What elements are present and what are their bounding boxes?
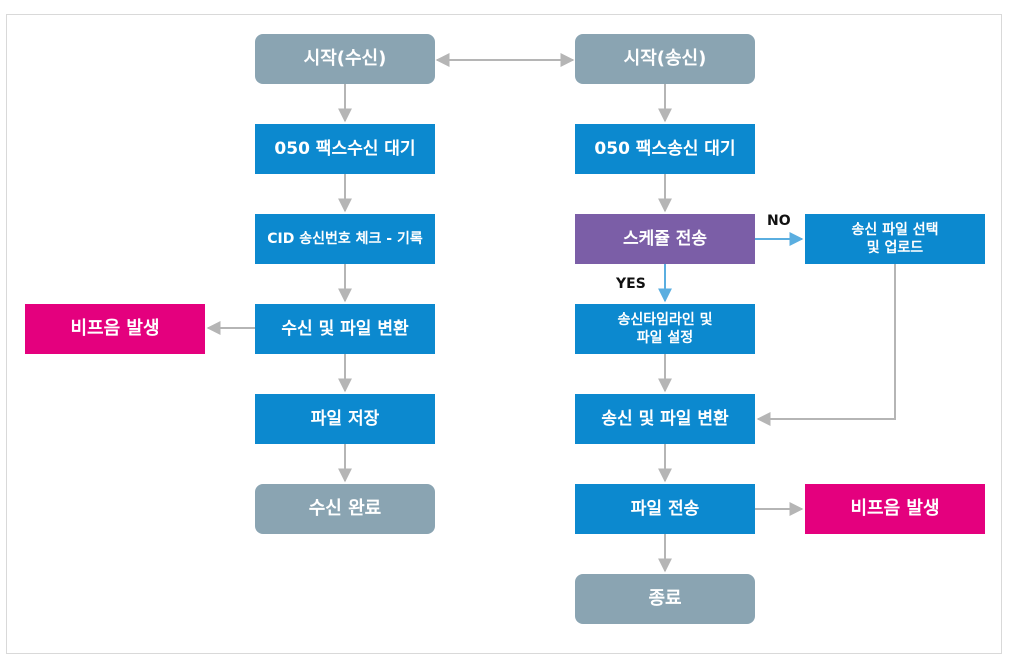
recv-done-node: 수신 완료 <box>255 484 435 534</box>
recv-cid-node: CID 송신번호 체크 - 기록 <box>255 214 435 264</box>
recv-save-node: 파일 저장 <box>255 394 435 444</box>
diagram-frame <box>6 14 1002 654</box>
recv-start-node: 시작(수신) <box>255 34 435 84</box>
send-timeline-node: 송신타임라인 및 파일 설정 <box>575 304 755 354</box>
send-start-node: 시작(송신) <box>575 34 755 84</box>
send-convert-node: 송신 및 파일 변환 <box>575 394 755 444</box>
branch-label-no: NO <box>767 213 791 229</box>
send-wait-node: 050 팩스송신 대기 <box>575 124 755 174</box>
recv-convert-node: 수신 및 파일 변환 <box>255 304 435 354</box>
send-select-upload-node: 송신 파일 선택 및 업로드 <box>805 214 985 264</box>
recv-wait-node: 050 팩스수신 대기 <box>255 124 435 174</box>
send-schedule-node: 스케쥴 전송 <box>575 214 755 264</box>
send-transmit-node: 파일 전송 <box>575 484 755 534</box>
branch-label-yes: YES <box>616 276 646 292</box>
send-beep-node: 비프음 발생 <box>805 484 985 534</box>
recv-beep-node: 비프음 발생 <box>25 304 205 354</box>
send-end-node: 종료 <box>575 574 755 624</box>
